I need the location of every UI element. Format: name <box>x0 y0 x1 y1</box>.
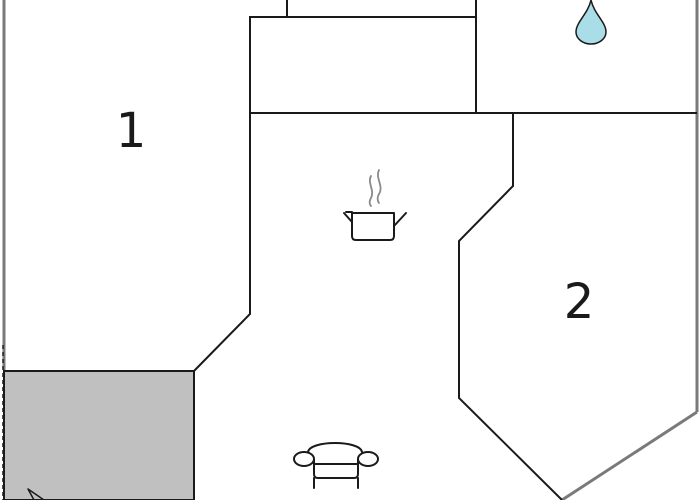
room-number-1: 1 <box>116 103 147 159</box>
wall-bedroom-2 <box>458 113 563 500</box>
cooking-pot-icon <box>343 169 407 241</box>
entrance-arrow-icon <box>27 488 45 500</box>
room-number-2: 2 <box>564 274 595 330</box>
armchair-icon <box>293 442 379 489</box>
wall-top-room <box>286 0 477 18</box>
wall-bedroom-1 <box>193 113 251 372</box>
wall-hall <box>249 16 477 114</box>
water-drop-icon <box>575 0 607 45</box>
terrace-area <box>3 370 195 500</box>
outer-wall-bottom-right <box>561 410 698 500</box>
